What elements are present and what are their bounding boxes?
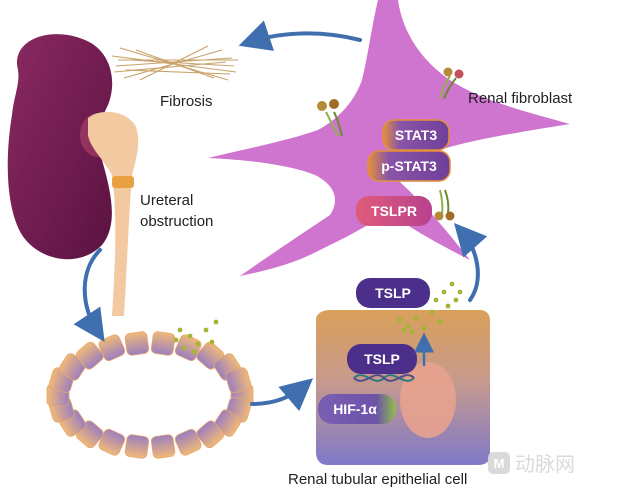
tslp-dot [397, 317, 403, 323]
arrow-fibroblast-to-fibrosis [238, 20, 362, 51]
tslp-dot [187, 333, 193, 339]
obstruction-label: obstruction [140, 213, 213, 230]
tubule-cell [225, 367, 252, 394]
tslp-dot [191, 349, 197, 355]
arrow-cell-to-fibroblast [454, 223, 488, 302]
hif1a-pill: HIF-1α [318, 394, 396, 424]
dna-helix [353, 374, 415, 382]
tubule-cell [150, 331, 176, 356]
tslp-dot [453, 297, 459, 303]
secreted-dots-cell [397, 281, 463, 335]
tslpr-label: TSLPR [371, 203, 417, 219]
arrow-tubule-to-cell [250, 378, 314, 412]
tubule-cell [75, 341, 104, 370]
tubule-cell [174, 428, 202, 456]
tslp-dot [421, 325, 427, 331]
obstruction-band [112, 176, 134, 188]
tslp-dot [209, 339, 215, 345]
arrow-obstruction-to-tubule [73, 248, 105, 342]
tslp-secreted-label: TSLP [375, 285, 411, 301]
renal-tubular-epithelial-cell-label: Renal tubular epithelial cell [288, 471, 467, 488]
tslp-dot [195, 341, 201, 347]
renal-fibroblast-label: Renal fibroblast [468, 90, 573, 107]
tslp-dot [433, 297, 439, 303]
tslp-dot [173, 337, 179, 343]
receptor-left [317, 99, 343, 137]
tslp-dot [445, 303, 451, 309]
fibrosis-label: Fibrosis [160, 93, 213, 110]
tubule-cell [196, 420, 225, 449]
tslp-dot [177, 327, 183, 333]
tslp-dot [213, 319, 219, 325]
hif1a-label: HIF-1α [333, 401, 377, 417]
tslp-secreted-pill: TSLP [356, 278, 430, 308]
tubule-cell [150, 434, 176, 459]
receptor-top [439, 67, 464, 100]
epithelial-cell [316, 310, 490, 465]
tslp-dot [441, 289, 447, 295]
stat3-label: STAT3 [395, 127, 437, 143]
tslp-dot [429, 309, 435, 315]
tslp-dot [405, 323, 411, 329]
secreted-dots-tubule [173, 319, 219, 355]
tubule-lumen [71, 356, 229, 434]
tslp-dot [409, 329, 415, 335]
ureteral-label: Ureteral [140, 192, 193, 209]
tslp-dot [437, 319, 443, 325]
p-stat3-pill: p-STAT3 [367, 150, 451, 182]
tubule-cell [124, 331, 150, 356]
watermark-logo [488, 452, 510, 474]
tslp-intracellular-label: TSLP [364, 351, 400, 367]
watermark: M 动脉网 [488, 452, 575, 476]
cell-nucleus [400, 362, 456, 438]
tslp-dot [203, 327, 209, 333]
tslp-dot [181, 345, 187, 351]
tubule-cell [124, 434, 150, 459]
tslp-dot [449, 281, 455, 287]
watermark-text: 动脉网 [515, 452, 575, 476]
tubule-cell [98, 334, 126, 362]
p-stat3-label: p-STAT3 [381, 158, 437, 174]
stat3-pill: STAT3 [382, 119, 450, 151]
tslp-dot [457, 289, 463, 295]
ureter [88, 111, 139, 316]
tslp-dot [401, 327, 407, 333]
receptor-right [434, 189, 455, 221]
tslp-intracellular-pill: TSLP [347, 344, 417, 374]
tslpr-pill: TSLPR [356, 196, 432, 226]
fibrosis-fibers [111, 45, 238, 81]
tubule-ring [46, 331, 254, 459]
watermark-logo-letter: M [494, 456, 505, 471]
tslp-dot [413, 315, 419, 321]
